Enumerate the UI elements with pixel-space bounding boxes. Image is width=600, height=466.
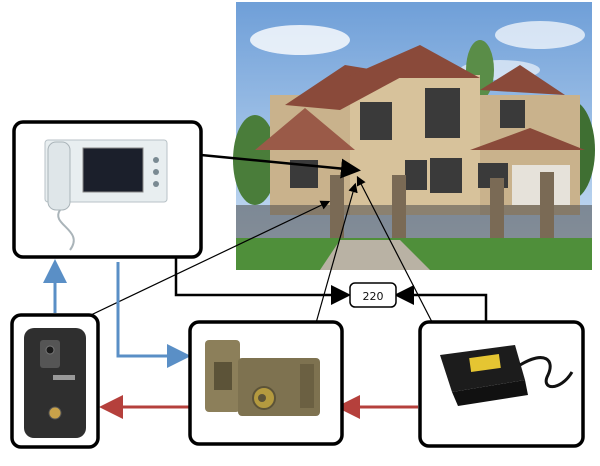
wiring-blue xyxy=(43,259,191,368)
power-220-label: 220 xyxy=(363,290,384,303)
wire-panel-to-gate xyxy=(69,200,331,326)
power-adapter-box xyxy=(418,320,585,448)
electric-lock-box xyxy=(188,320,344,446)
call-panel-icon xyxy=(24,328,86,438)
power-adapter-icon xyxy=(440,345,574,406)
wire-adapter-to-gate xyxy=(356,175,433,323)
wire-monitor-to-gate xyxy=(200,153,361,179)
wiring-black xyxy=(69,153,488,326)
call-panel-box xyxy=(10,313,100,449)
power-220-box: 220 xyxy=(349,282,397,308)
electric-lock-icon xyxy=(205,340,320,416)
wire-adapter-to-220 xyxy=(394,285,488,322)
wire-lock-to-gate xyxy=(315,182,358,324)
house-photo xyxy=(233,2,595,270)
wire-monitor-to-220 xyxy=(174,255,351,305)
wire-monitor-to-lock xyxy=(116,262,191,368)
intercom-monitor-icon xyxy=(44,139,168,251)
monitor-box xyxy=(12,120,203,259)
